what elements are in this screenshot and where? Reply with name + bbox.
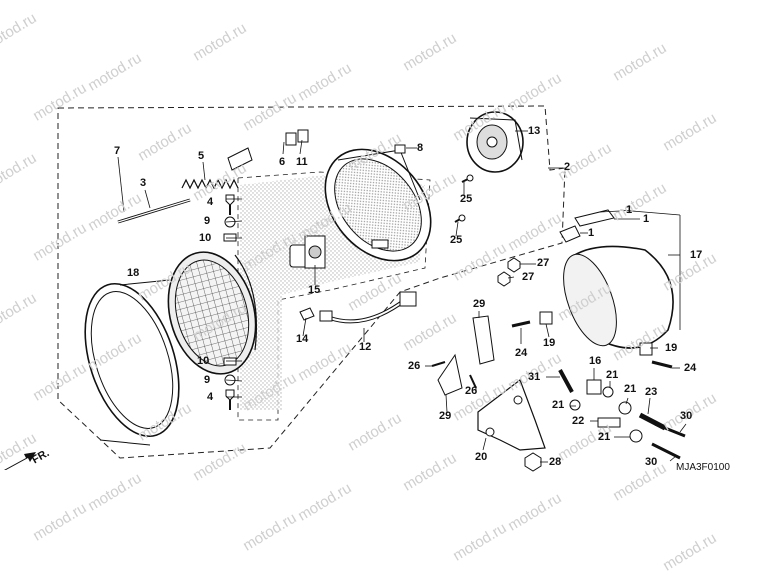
callout-29-upper: 29 [473,298,486,310]
callout-5: 5 [198,150,205,162]
diagram-code: MJA3F0100 [676,462,730,473]
bracket-part-29-upper [472,315,495,365]
callout-1-b: 1 [643,213,650,225]
headlight-case-part-13 [466,111,524,173]
callout-27-upper: 27 [537,257,550,269]
stay-part-20 [477,379,546,451]
bolt-part-31 [558,369,574,393]
grommet-part-10-upper [223,233,237,242]
callout-16: 16 [589,355,602,367]
emblem-part-1 [559,209,615,243]
callout-21-b: 21 [624,383,637,395]
callout-14: 14 [296,333,309,345]
callout-15: 15 [308,284,321,296]
callout-24-left: 24 [515,347,528,359]
callout-21-a: 21 [606,369,619,381]
callout-10-lower: 10 [197,355,210,367]
pipe-part-22 [597,417,621,428]
nut-part-27-lower [497,271,511,287]
screw-part-26-b [469,374,477,389]
callout-18: 18 [127,267,140,279]
screw-part-25-upper [461,174,474,183]
assembly-boundary-outer [57,105,566,459]
callout-27-lower: 27 [522,271,535,283]
callout-4-lower: 4 [207,391,214,403]
callout-12: 12 [359,341,372,353]
callout-9-lower: 9 [204,374,211,386]
nut-part-27-upper [507,257,521,273]
rim-ring-part-18 [84,279,180,446]
callout-1-c: 1 [588,227,595,239]
callout-4-upper: 4 [207,196,214,208]
callout-3: 3 [140,177,147,189]
grommet-part-10-lower [223,357,237,366]
bolt-part-24-left [511,320,531,328]
screw-part-26-a [431,361,446,367]
callout-25-lower: 25 [450,234,463,246]
callout-20: 20 [475,451,488,463]
callout-13: 13 [528,125,541,137]
collar-part-11 [285,129,309,146]
callout-21-d: 21 [598,431,611,443]
collar-part-21-b [602,386,614,398]
collar-part-21-a [569,399,581,411]
leader-lines [117,130,687,463]
callout-25-upper: 25 [460,193,473,205]
callout-17: 17 [690,249,703,261]
callout-30-lower: 30 [645,456,658,468]
socket-part-14 [299,307,315,321]
callout-6: 6 [279,156,286,168]
socket-wire-part-12 [319,291,417,324]
collar-part-16 [586,379,602,395]
callout-19-left: 19 [543,337,556,349]
bracket-part-6 [227,147,253,171]
collar-part-21-d [629,429,643,443]
callout-29-lower: 29 [439,410,452,422]
callout-31: 31 [528,371,541,383]
callout-26-right: 26 [465,385,478,397]
collar-part-21-c [618,401,632,415]
headlight-cowl-part-17 [563,245,674,349]
front-direction-arrow [4,452,36,470]
nut-part-28 [524,452,542,472]
callout-19-right: 19 [665,342,678,354]
headlight-lens [167,251,258,375]
callout-23: 23 [645,386,658,398]
clip-part-8 [394,144,406,154]
collar-part-19-right [639,342,653,356]
headlight-housing [324,148,432,262]
spring-part-5 [181,178,239,190]
bolt-part-24-right [651,360,673,369]
callout-30-upper: 30 [680,410,693,422]
bolt-part-30-lower [651,442,681,460]
bolt-part-30-upper [654,422,686,438]
bracket-part-29-lower [437,353,463,396]
callout-10-upper: 10 [199,232,212,244]
callout-1-a: 1 [626,204,633,216]
callout-11: 11 [296,156,308,168]
callout-8: 8 [417,142,424,154]
callout-22: 22 [572,415,585,427]
callout-7: 7 [114,145,121,157]
callout-28: 28 [549,456,562,468]
adjust-bolt-part-3 [117,198,191,224]
callout-9-upper: 9 [204,215,211,227]
screw-part-4-lower [225,389,235,410]
screw-part-4-upper [225,194,235,215]
screw-part-25-lower [454,214,466,223]
callout-24-right: 24 [684,362,697,374]
callout-21-c: 21 [552,399,565,411]
callout-26-left: 26 [408,360,421,372]
callout-2: 2 [564,161,571,173]
collar-part-19-left [539,311,553,325]
